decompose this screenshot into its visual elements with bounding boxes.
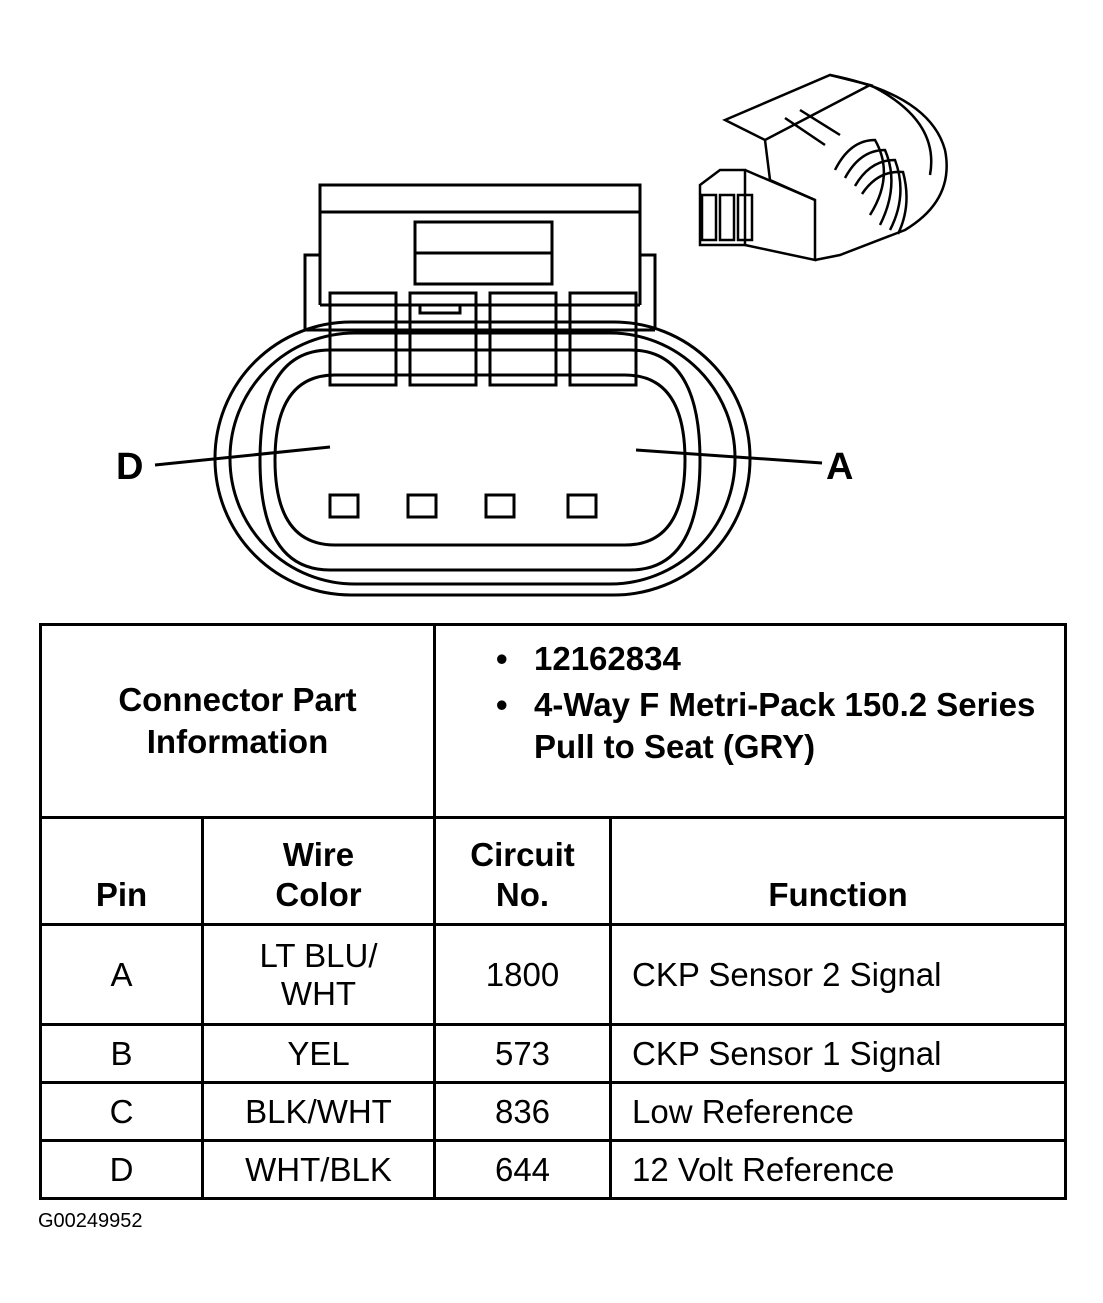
part-info-details: • 12162834 • 4-Way F Metri-Pack 150.2 Se…	[432, 623, 1068, 819]
bullet-symbol: •	[496, 640, 508, 677]
table-row: A LT BLU/ WHT 1800 CKP Sensor 2 Signal	[39, 923, 1068, 1026]
terminal-cavities	[328, 291, 638, 519]
cell-wire-color: BLK/WHT	[201, 1081, 436, 1142]
cell-function: CKP Sensor 1 Signal	[608, 1023, 1068, 1084]
cell-function: CKP Sensor 2 Signal	[608, 923, 1068, 1026]
pin-label-d: D	[116, 446, 144, 488]
cell-circuit: 1800	[433, 923, 612, 1026]
bullet-symbol: •	[496, 686, 508, 723]
col-header-circuit: Circuit No.	[433, 816, 612, 926]
cell-function: Low Reference	[608, 1081, 1068, 1142]
cell-function: 12 Volt Reference	[608, 1139, 1068, 1200]
cell-pin: C	[39, 1081, 204, 1142]
cell-pin: D	[39, 1139, 204, 1200]
table-row: B YEL 573 CKP Sensor 1 Signal	[39, 1023, 1068, 1084]
part-info-header: Connector Part Information	[39, 623, 436, 819]
connector-lock-tab	[303, 183, 657, 332]
connector-inset-view	[698, 73, 948, 262]
cell-circuit: 573	[433, 1023, 612, 1084]
table-row: C BLK/WHT 836 Low Reference	[39, 1081, 1068, 1142]
part-number: 12162834	[534, 640, 681, 677]
cell-wire-color: LT BLU/ WHT	[201, 923, 436, 1026]
col-header-function: Function	[608, 816, 1068, 926]
connector-pinout-table: Connector Part Information • 12162834 • …	[39, 623, 1068, 1200]
figure-id: G00249952	[38, 1210, 143, 1232]
cell-wire-color: WHT/BLK	[201, 1139, 436, 1200]
cell-circuit: 644	[433, 1139, 612, 1200]
cell-pin: A	[39, 923, 204, 1026]
connector-face	[213, 320, 752, 597]
cell-circuit: 836	[433, 1081, 612, 1142]
cell-wire-color: YEL	[201, 1023, 436, 1084]
leader-line-a	[635, 448, 823, 465]
cavity-c	[408, 291, 478, 387]
column-header-row: Pin Wire Color Circuit No. Function	[39, 816, 1068, 926]
pin-label-a: A	[826, 446, 854, 488]
cavity-a	[568, 291, 638, 387]
part-info-item: • 12162834	[496, 638, 1050, 680]
part-info-row: Connector Part Information • 12162834 • …	[39, 623, 1068, 819]
part-info-item: • 4-Way F Metri-Pack 150.2 Series Pull t…	[496, 684, 1050, 768]
leader-line-d	[154, 445, 331, 467]
col-header-wire-color: Wire Color	[201, 816, 436, 926]
table-row: D WHT/BLK 644 12 Volt Reference	[39, 1139, 1068, 1200]
cell-pin: B	[39, 1023, 204, 1084]
connector-diagram	[154, 73, 948, 597]
col-header-pin: Pin	[39, 816, 204, 926]
part-description: 4-Way F Metri-Pack 150.2 Series Pull to …	[534, 686, 1036, 765]
cavity-d	[328, 291, 398, 387]
cavity-b	[488, 291, 558, 387]
